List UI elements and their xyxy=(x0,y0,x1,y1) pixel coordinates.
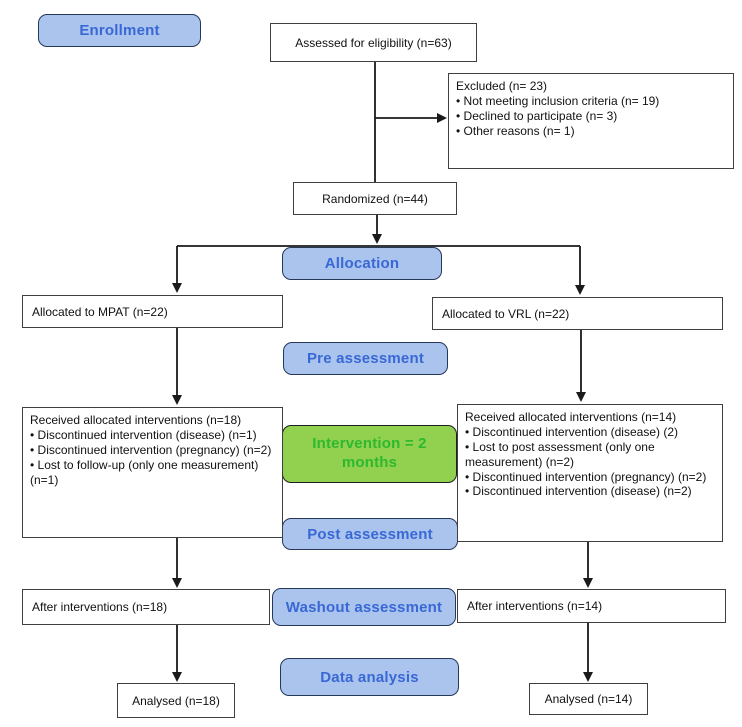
excluded-item: Not meeting inclusion criteria (n= 19) xyxy=(456,94,727,109)
box-analysed-mpat: Analysed (n=18) xyxy=(117,683,235,718)
box-assessed-eligibility: Assessed for eligibility (n=63) xyxy=(270,23,477,62)
arrowhead-after-vrl xyxy=(583,578,593,588)
arrowhead-received-mpat xyxy=(172,395,182,405)
received-vrl-list: Discontinued intervention (disease) (2) … xyxy=(465,425,716,499)
received-vrl-item: Discontinued intervention (disease) (n=2… xyxy=(465,484,716,499)
arrowhead-received-vrl xyxy=(576,392,586,402)
arrowhead-analysed-mpat xyxy=(172,672,182,682)
banner-pre-assessment: Pre assessment xyxy=(283,342,448,375)
box-after-interventions-mpat: After interventions (n=18) xyxy=(22,589,270,625)
box-analysed-vrl: Analysed (n=14) xyxy=(529,683,648,715)
box-allocated-vrl: Allocated to VRL (n=22) xyxy=(432,297,723,330)
arrowhead-allocated-vrl xyxy=(575,285,585,295)
received-vrl-item: Discontinued intervention (disease) (2) xyxy=(465,425,716,440)
excluded-list: Not meeting inclusion criteria (n= 19) D… xyxy=(456,94,727,139)
arrowhead-analysed-vrl xyxy=(583,672,593,682)
box-randomized: Randomized (n=44) xyxy=(293,182,457,215)
received-mpat-item: Discontinued intervention (pregnancy) (n… xyxy=(30,443,276,458)
banner-intervention-duration: Intervention = 2 months xyxy=(282,425,457,483)
arrowhead-excluded xyxy=(437,113,447,123)
box-excluded: Excluded (n= 23) Not meeting inclusion c… xyxy=(448,73,734,169)
received-vrl-item: Discontinued intervention (pregnancy) (n… xyxy=(465,470,716,485)
banner-enrollment: Enrollment xyxy=(38,14,201,47)
arrowhead-allocated-mpat xyxy=(172,283,182,293)
excluded-item: Other reasons (n= 1) xyxy=(456,124,727,139)
received-vrl-item: Lost to post assessment (only one measur… xyxy=(465,440,716,470)
received-vrl-title: Received allocated interventions (n=14) xyxy=(465,410,677,424)
banner-data-analysis: Data analysis xyxy=(280,658,459,696)
received-mpat-list: Discontinued intervention (disease) (n=1… xyxy=(30,428,276,488)
received-mpat-title: Received allocated interventions (n=18) xyxy=(30,413,242,427)
box-received-mpat: Received allocated interventions (n=18) … xyxy=(22,407,283,538)
received-mpat-item: Discontinued intervention (disease) (n=1… xyxy=(30,428,276,443)
arrowhead-allocation xyxy=(372,234,382,244)
banner-washout-assessment: Washout assessment xyxy=(272,588,456,626)
box-received-vrl: Received allocated interventions (n=14) … xyxy=(457,404,723,542)
received-mpat-item: Lost to follow-up (only one measurement)… xyxy=(30,458,276,488)
arrowhead-after-mpat xyxy=(172,578,182,588)
excluded-item: Declined to participate (n= 3) xyxy=(456,109,727,124)
box-allocated-mpat: Allocated to MPAT (n=22) xyxy=(22,295,283,328)
excluded-title: Excluded (n= 23) xyxy=(456,79,548,93)
box-after-interventions-vrl: After interventions (n=14) xyxy=(457,589,726,623)
banner-post-assessment: Post assessment xyxy=(282,518,458,550)
banner-allocation: Allocation xyxy=(282,247,442,280)
